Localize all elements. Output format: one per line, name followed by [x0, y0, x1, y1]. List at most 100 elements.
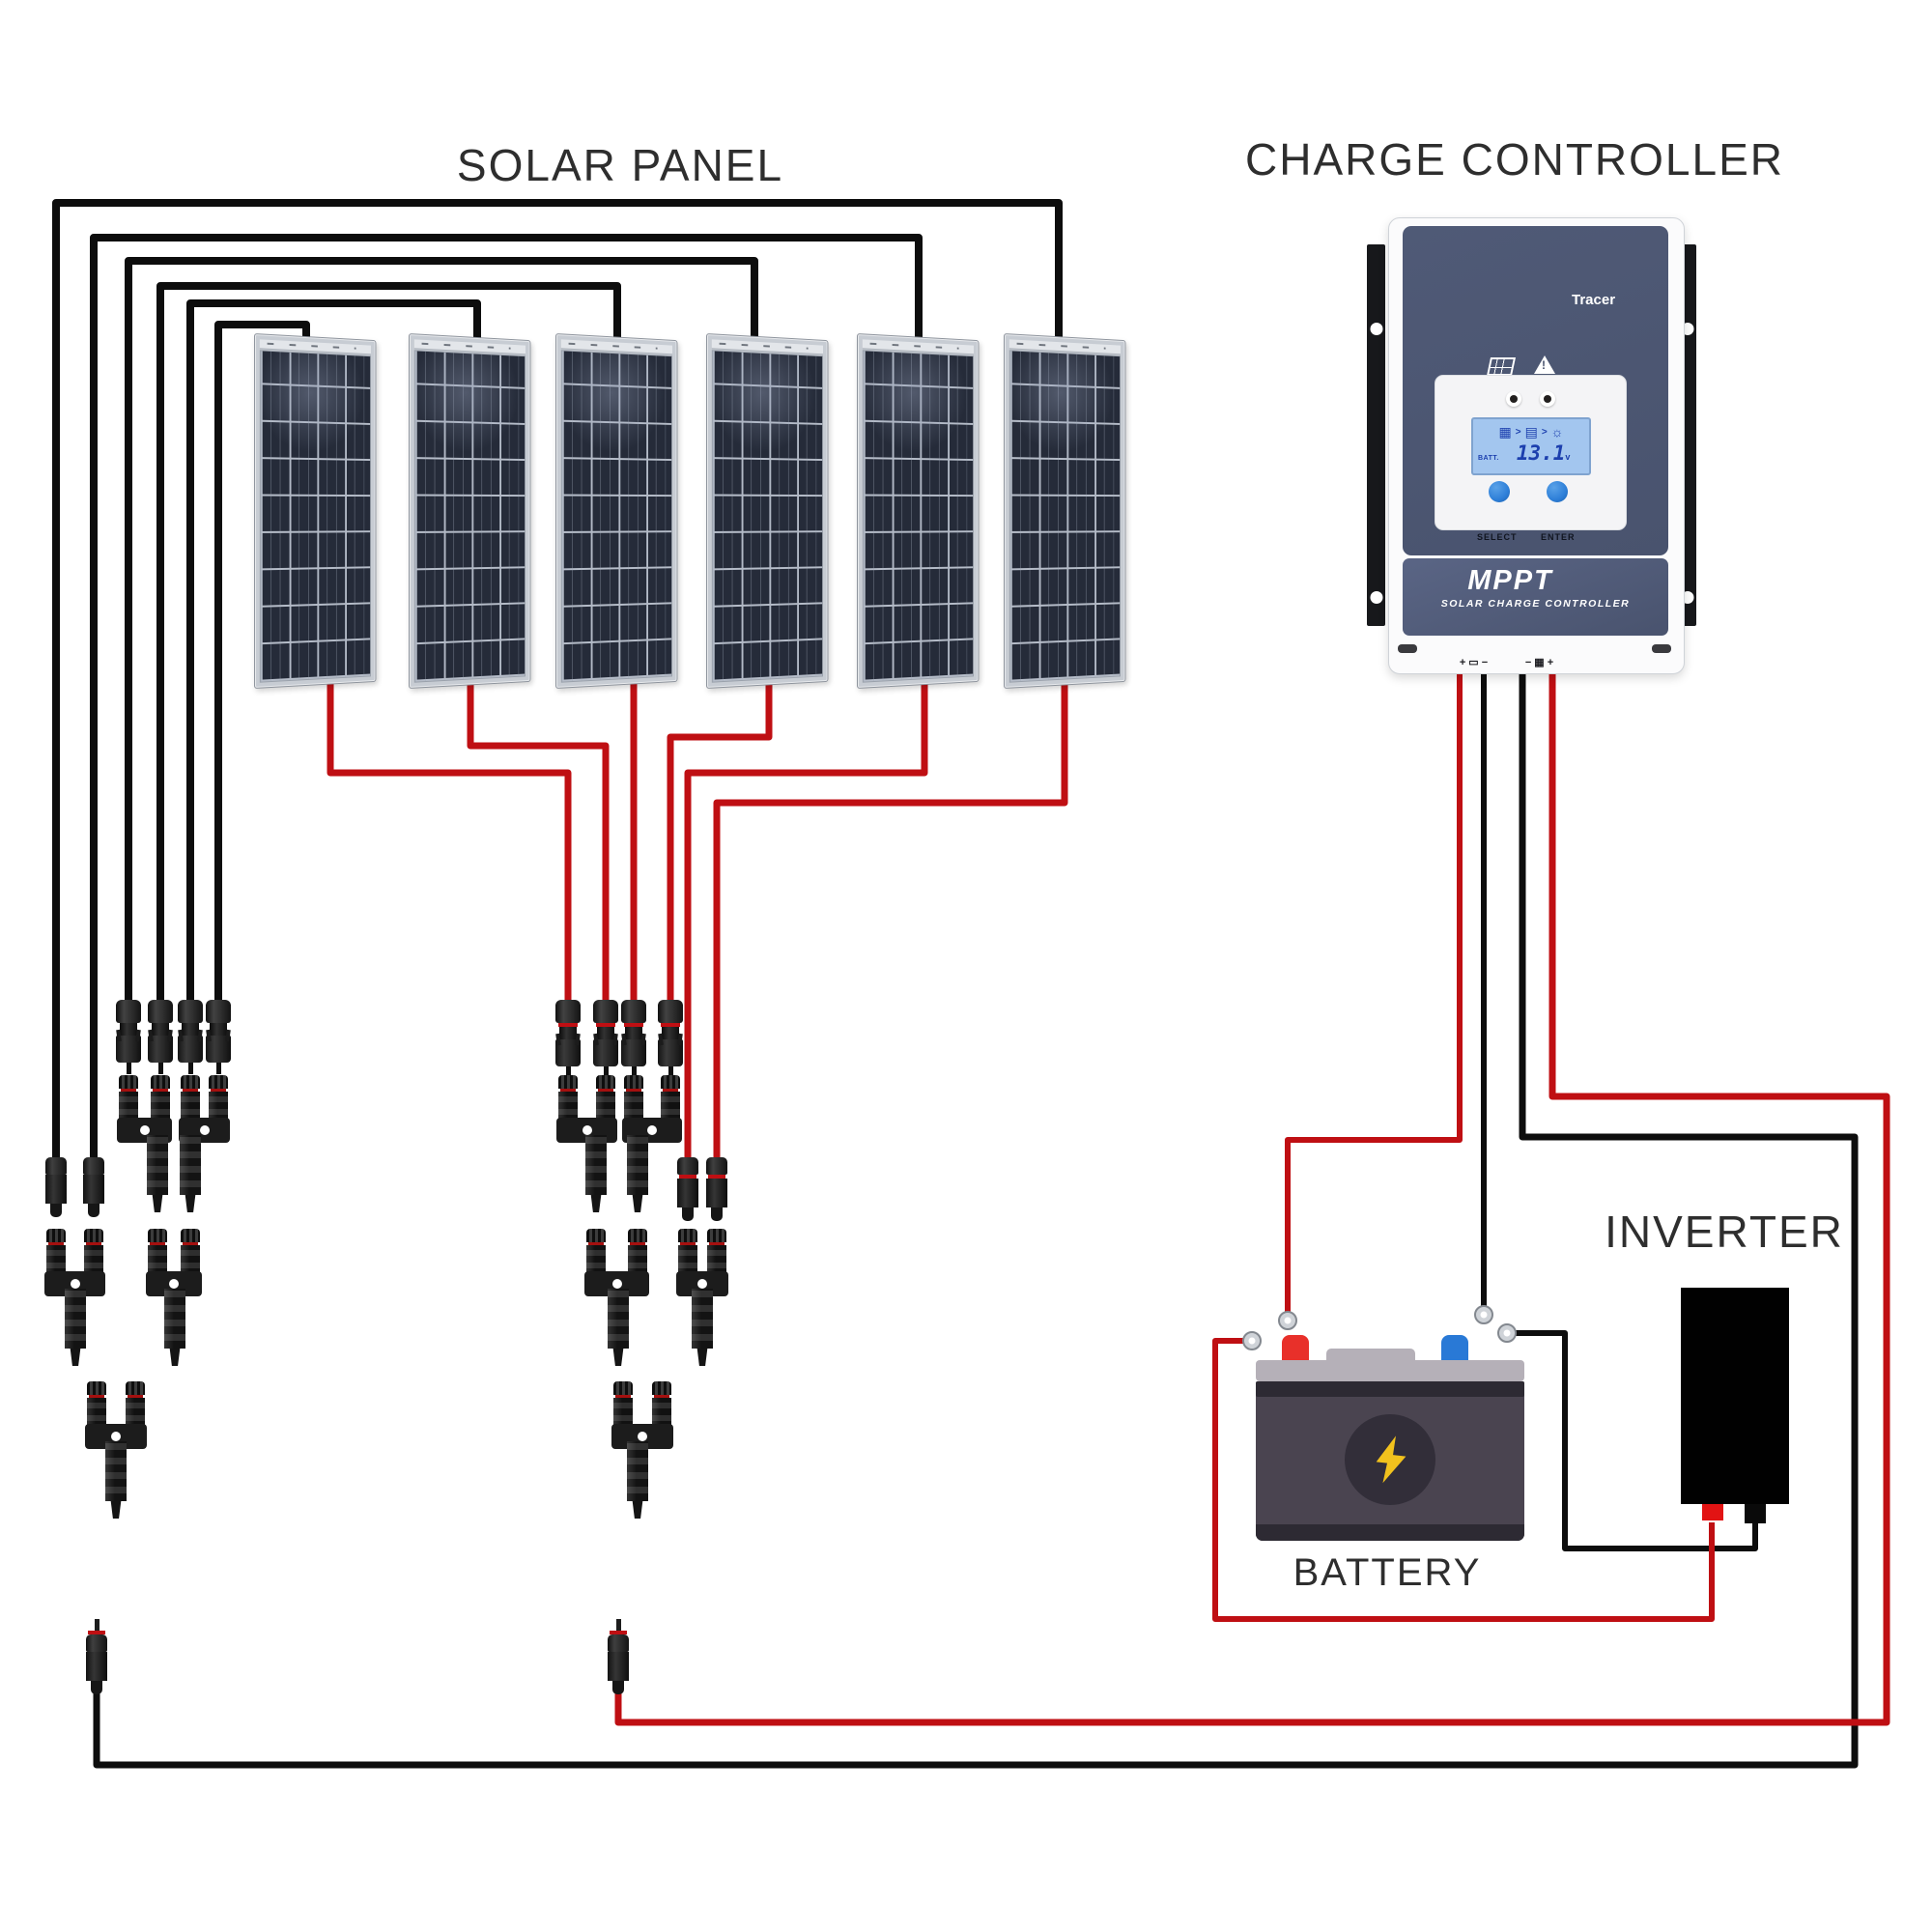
- panel-cells: [413, 350, 526, 683]
- wire-panel2-negative: [186, 299, 481, 1005]
- ring-battery-minus-side: [1497, 1323, 1517, 1343]
- select-label: SELECT: [1477, 532, 1518, 542]
- wire-panel6-negative: [52, 199, 1063, 1159]
- mc4-connector: [178, 1000, 203, 1074]
- solar-panel: [555, 333, 678, 689]
- wire-panel1-negative: [214, 321, 310, 1005]
- mc4-connector: [116, 1000, 141, 1074]
- solar-panel: [409, 333, 531, 689]
- battery-title: BATTERY: [1293, 1551, 1482, 1594]
- solar-panel: [254, 333, 377, 689]
- inverter-body: [1681, 1288, 1789, 1504]
- wire-panel1-positive: [327, 667, 572, 1005]
- mc4-connector: [83, 1157, 104, 1217]
- load-icon: ☼: [1550, 424, 1564, 440]
- inverter-positive-terminal: [1702, 1504, 1723, 1520]
- inverter: [1681, 1288, 1789, 1529]
- ring-battery-plus-side: [1242, 1331, 1262, 1350]
- battery-positive-terminal: [1282, 1335, 1309, 1362]
- y-output: [627, 1441, 648, 1519]
- panel-frame: [706, 333, 829, 689]
- battery-emblem: [1345, 1414, 1435, 1505]
- panel-cells: [1009, 350, 1122, 683]
- mc4-connector: [706, 1157, 727, 1221]
- mc4-connector: [206, 1000, 231, 1074]
- wire-panel3-negative: [156, 282, 621, 1005]
- lcd-batt-label: BATT.: [1478, 455, 1499, 462]
- wire-panel2-positive: [467, 671, 610, 1005]
- mc4-connector: [677, 1157, 698, 1221]
- battery-voltage-value: 13.1: [1516, 441, 1566, 465]
- y-output: [180, 1135, 201, 1212]
- battery-negative-terminal: [1441, 1335, 1468, 1362]
- arrow-right-icon: >: [1515, 426, 1521, 438]
- wire-battery-inverter-negative: [1510, 1330, 1758, 1551]
- mount-hole-icon: [1370, 591, 1382, 604]
- mc4-connector: [621, 1000, 646, 1078]
- panel-frame: [555, 333, 678, 689]
- y-output: [692, 1289, 713, 1366]
- solar-panel-icon: ▦: [1534, 657, 1548, 668]
- inverter-negative-terminal: [1745, 1504, 1766, 1523]
- mc4-connector: [148, 1000, 173, 1074]
- status-led: [1540, 391, 1555, 407]
- panel-cells: [259, 350, 372, 683]
- mount-hole-icon: [1370, 323, 1382, 335]
- wire-controller-battery-positive: [1285, 674, 1463, 1314]
- y-output: [105, 1441, 127, 1519]
- mc4-male-connector: [86, 1619, 107, 1694]
- battery-icon: ▭: [1468, 657, 1482, 668]
- logo-band: MPPT SOLAR CHARGE CONTROLLER: [1403, 558, 1668, 636]
- mc4-male-connector: [608, 1619, 629, 1694]
- wire-string-negative-to-controller: [93, 674, 1859, 1769]
- wire-battery-inverter-positive: [1212, 1338, 1715, 1622]
- arrow-right-icon: >: [1541, 426, 1548, 438]
- status-led: [1506, 391, 1521, 407]
- solar-panel-icon: ▦: [1498, 423, 1512, 440]
- y-output: [585, 1135, 607, 1212]
- battery-terminal-labels: +▭−: [1459, 657, 1492, 668]
- solar-panel: [706, 333, 829, 689]
- mc4-connector: [45, 1157, 67, 1217]
- battery-lid: [1256, 1360, 1524, 1381]
- select-button: [1489, 481, 1510, 502]
- voltage-unit: v: [1565, 452, 1571, 462]
- ring-battery-minus-top: [1474, 1305, 1493, 1324]
- panel-frame: [857, 333, 980, 689]
- panel-frame: [254, 333, 377, 689]
- enter-button: [1547, 481, 1568, 502]
- solar-panel-title: SOLAR PANEL: [456, 140, 784, 190]
- inverter-title: INVERTER: [1605, 1207, 1844, 1257]
- mppt-logo: MPPT: [1467, 565, 1553, 596]
- panel-cells: [862, 350, 975, 683]
- y-output: [608, 1289, 629, 1366]
- mount-bracket-left: [1367, 244, 1385, 626]
- wire-panel5-negative: [90, 234, 923, 1159]
- wire-panel4-positive: [667, 674, 773, 1005]
- brand-label: Tracer: [1572, 292, 1616, 308]
- lcd-screen: ▦ > ▤ > ☼ BATT. 13.1 v: [1471, 417, 1591, 475]
- wire-string-positive-to-controller: [614, 674, 1890, 1726]
- panel-frame: [1004, 333, 1126, 689]
- charge-controller: Tracer ▦ > ▤ > ☼ BATT. 13.1 v SELECT ENT…: [1357, 213, 1710, 696]
- charge-controller-title: CHARGE CONTROLLER: [1245, 134, 1784, 185]
- y-output: [147, 1135, 168, 1212]
- battery: BATTERY: [1256, 1335, 1524, 1594]
- battery-icon: ▤: [1524, 423, 1538, 440]
- y-output: [65, 1289, 86, 1366]
- mc4-connector: [555, 1000, 581, 1078]
- wire-panel5-positive: [684, 676, 928, 1159]
- enter-label: ENTER: [1541, 532, 1576, 542]
- vent-slot: [1652, 644, 1671, 653]
- wire-panel4-negative: [125, 257, 758, 1005]
- solar-array-icon: [1486, 357, 1517, 376]
- y-output: [627, 1135, 648, 1212]
- battery-lid-bump: [1326, 1349, 1415, 1362]
- panel-cells: [560, 350, 673, 683]
- pv-terminal-labels: −▦+: [1524, 657, 1557, 668]
- solar-panel: [857, 333, 980, 689]
- ring-battery-plus-top: [1278, 1311, 1297, 1330]
- mc4-connector: [658, 1000, 683, 1078]
